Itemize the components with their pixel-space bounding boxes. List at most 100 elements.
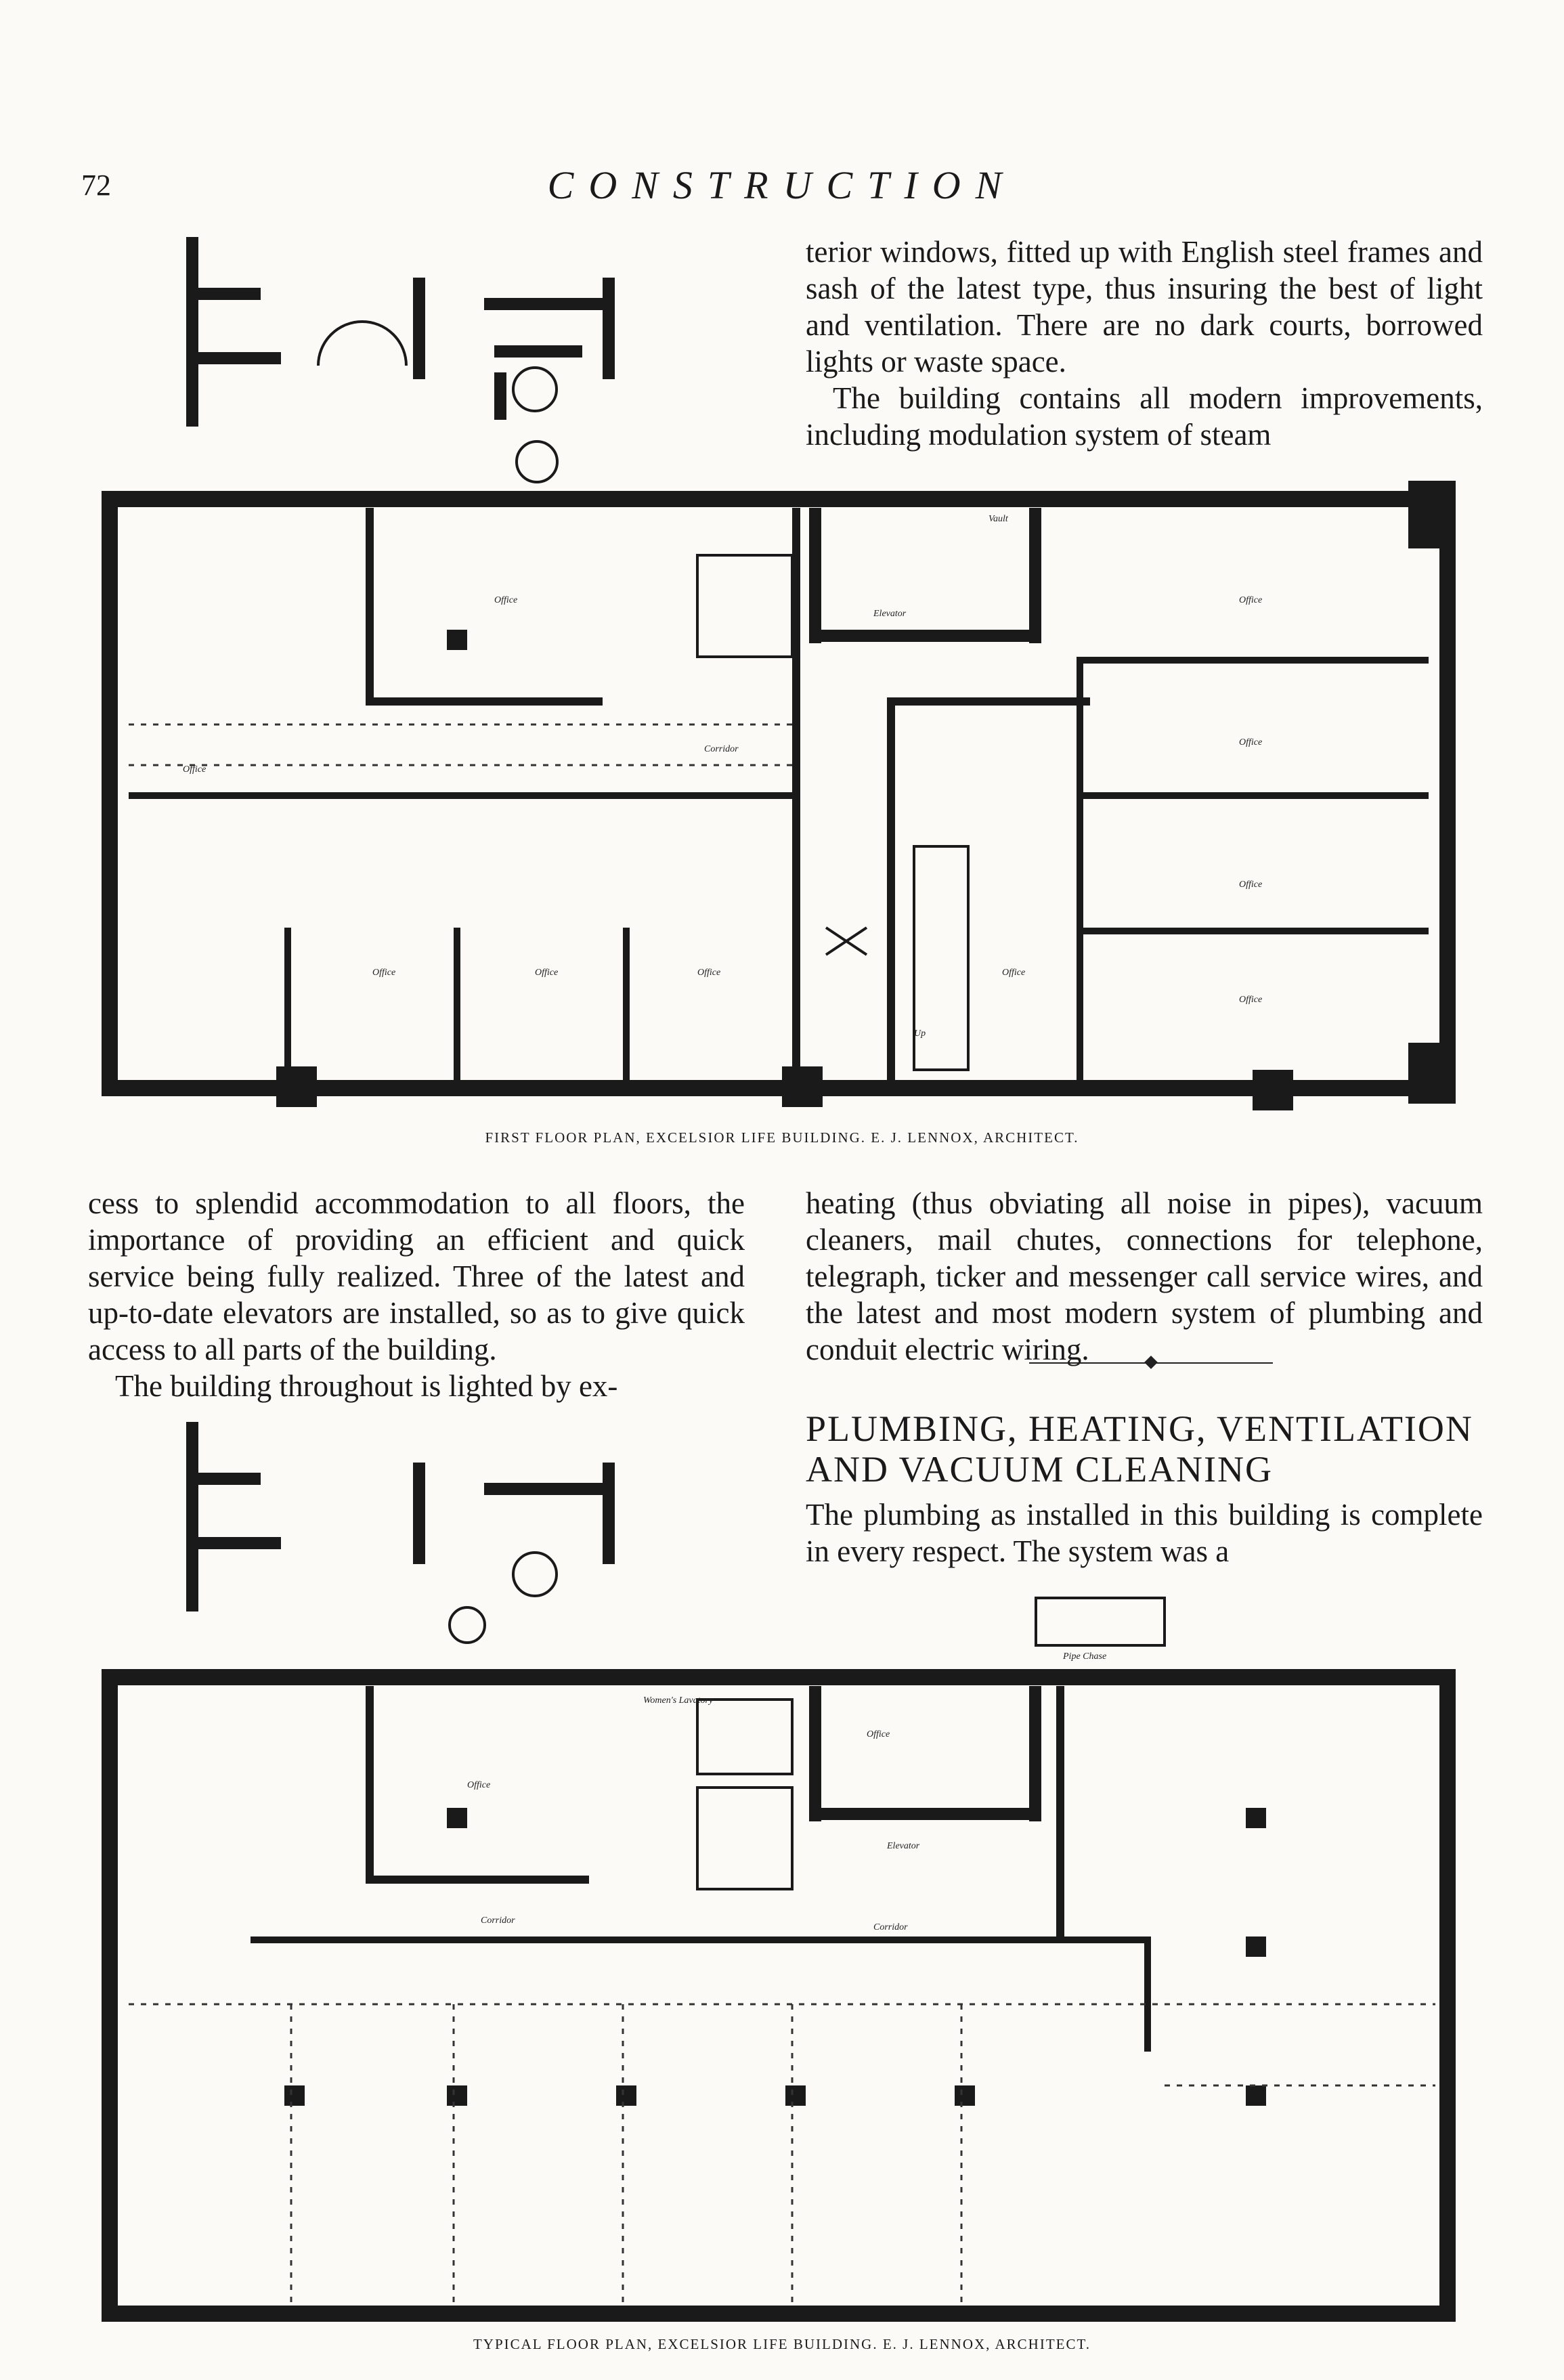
section-heading: PLUMBING, HEATING, VENTILATION AND VACUU… [806, 1408, 1473, 1490]
first-floor-plan: Vault Elevator Corridor Up Office Office… [102, 237, 1456, 1110]
annex-wall [186, 237, 198, 427]
office-label: Office [697, 968, 720, 978]
pier [276, 1066, 317, 1107]
core-wall [1029, 1686, 1041, 1821]
partition [623, 928, 630, 1083]
mail-chute-symbol [448, 1606, 486, 1644]
corner-pier [1408, 1043, 1456, 1104]
corridor-label: Corridor [704, 744, 739, 754]
column [1246, 1808, 1266, 1828]
office-label: Office [1239, 595, 1262, 605]
office-label: Office [467, 1780, 490, 1790]
partition [454, 928, 460, 1083]
pier [1253, 1070, 1293, 1110]
paragraph: heating (thus obviating all noise in pip… [806, 1186, 1483, 1366]
east-wall [1439, 1669, 1456, 2322]
pipe-chase-label: Pipe Chase [1062, 1651, 1106, 1662]
interior-wall [366, 1686, 374, 1882]
partition [1077, 792, 1429, 799]
annex-wall [494, 372, 506, 420]
office-label: Office [494, 595, 517, 605]
interior-wall [1056, 1686, 1064, 1937]
stair [696, 554, 794, 658]
annex-wall [186, 352, 281, 364]
first-floor-caption: FIRST FLOOR PLAN, EXCELSIOR LIFE BUILDIN… [485, 1129, 1079, 1146]
up-label: Up [914, 1029, 926, 1039]
mid-right-text: heating (thus obviating all noise in pip… [806, 1185, 1483, 1368]
corridor-wall [792, 508, 800, 1083]
column [447, 630, 467, 650]
annex-wall [186, 1422, 198, 1611]
stair [913, 845, 970, 1071]
office-label: Office [1239, 737, 1262, 748]
corridor-label: Corridor [873, 1922, 908, 1932]
core-wall [809, 1808, 1039, 1820]
mid-left-text: cess to splendid accommodation to all fl… [88, 1185, 745, 1404]
column [616, 2085, 636, 2106]
elevator-label: Elevator [873, 609, 907, 619]
column [447, 2085, 467, 2106]
lavatory [696, 1698, 794, 1775]
bottom-right-text: The plumbing as installed in this buildi… [806, 1496, 1483, 1570]
vault-wall [809, 508, 821, 643]
annex-wall [494, 345, 582, 358]
west-wall [102, 491, 118, 1096]
top-right-text: terior windows, fitted up with English s… [806, 234, 1483, 453]
east-wall [1439, 491, 1456, 1096]
north-wall [102, 1669, 1456, 1685]
running-head: CONSTRUCTION [547, 163, 1017, 207]
column [785, 2085, 806, 2106]
annex-wall [603, 1463, 615, 1564]
annex-wall [186, 288, 261, 300]
partition [284, 928, 291, 1083]
corner-pier [1408, 481, 1456, 548]
office-label: Office [183, 764, 206, 775]
interior-wall [887, 697, 1090, 706]
office-label: Office [867, 1729, 890, 1739]
column [284, 2085, 305, 2106]
corridor-wall [1144, 1937, 1151, 2052]
paragraph: terior windows, fitted up with English s… [806, 235, 1483, 378]
south-wall [102, 2306, 1456, 2322]
skylight-symbol [825, 926, 868, 956]
partition [1077, 657, 1083, 1083]
partition [129, 792, 792, 799]
page-number: 72 [81, 169, 111, 202]
pier [782, 1066, 823, 1107]
interior-wall [366, 508, 374, 704]
partition [1077, 928, 1429, 934]
typical-floor-plan: Pipe Chase Office Office Elevator Corrid… [102, 1422, 1456, 2322]
partition [1077, 657, 1429, 664]
annex-wall [484, 1483, 613, 1495]
corridor-label: Corridor [481, 1916, 515, 1926]
office-label: Office [1239, 995, 1262, 1005]
entrance-arc [317, 320, 408, 366]
office-label: Office [535, 968, 558, 978]
vault-wall [1029, 508, 1041, 643]
paragraph: The building throughout is lighted by ex… [115, 1369, 618, 1403]
stair-symbol [512, 366, 558, 412]
pipe-chase [1035, 1597, 1166, 1647]
interior-wall [366, 1876, 589, 1884]
stair [696, 1786, 794, 1890]
typical-floor-caption: TYPICAL FLOOR PLAN, EXCELSIOR LIFE BUILD… [473, 2336, 1091, 2352]
column [1246, 1937, 1266, 1957]
vault-wall [809, 630, 1039, 642]
vault-label: Vault [989, 514, 1009, 524]
annex-wall [413, 1463, 425, 1564]
corridor-wall [251, 1937, 1151, 1943]
south-wall [102, 1080, 1456, 1096]
annex-wall [484, 298, 613, 310]
column [955, 2085, 975, 2106]
paragraph: cess to splendid accommodation to all fl… [88, 1186, 745, 1366]
west-wall [102, 1669, 118, 2322]
annex-wall [413, 278, 425, 379]
core-wall [809, 1686, 821, 1821]
office-label: Office [372, 968, 395, 978]
annex-wall [186, 1473, 261, 1485]
paragraph: The building contains all modern improve… [806, 381, 1483, 452]
corridor-wall [887, 697, 895, 1083]
column [1246, 2085, 1266, 2106]
womens-lavatory-label: Women's Lavatory [643, 1695, 714, 1706]
annex-wall [186, 1537, 281, 1549]
